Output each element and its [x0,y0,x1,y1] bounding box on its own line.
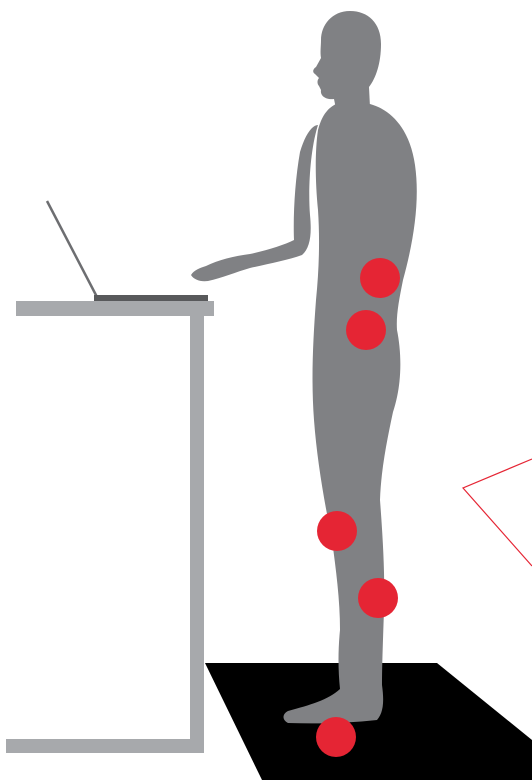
pain-point-shin [358,578,398,618]
desk-top [16,301,214,316]
callout-pointer-outline [463,459,532,566]
laptop-base [94,295,208,301]
desk-foot [6,739,204,753]
pain-point-knee [317,511,357,551]
pain-point-lower-back [360,258,400,298]
pain-point-heel [316,717,356,757]
laptop-screen [47,201,97,297]
laptop [47,201,208,301]
person-head [313,11,381,109]
standing-desk [6,301,214,753]
pain-point-hip [346,310,386,350]
desk-leg [190,316,204,753]
person-arm [191,125,318,281]
